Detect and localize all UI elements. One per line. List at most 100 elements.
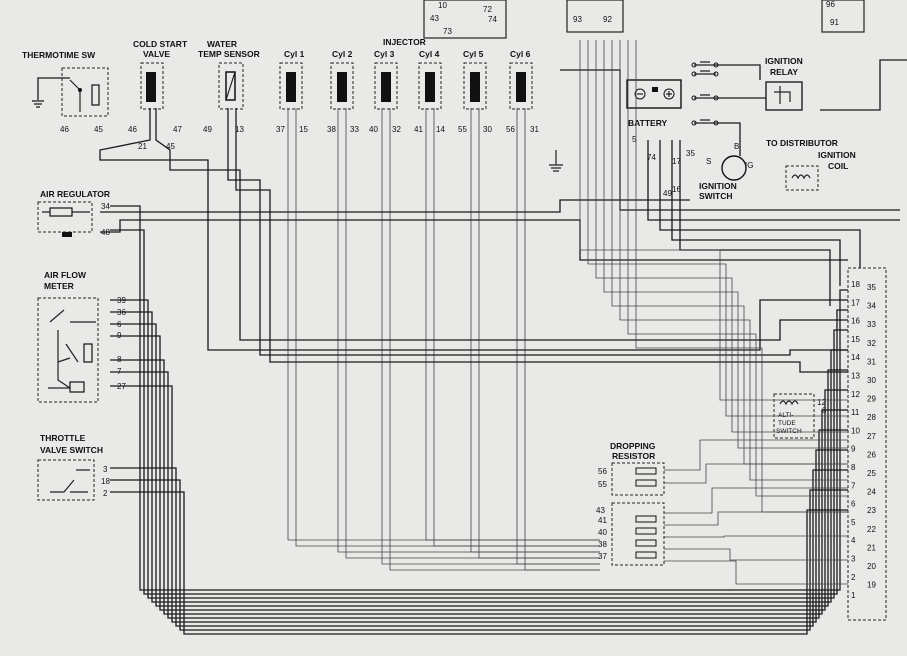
battery-pin: 16 — [672, 185, 681, 194]
wire — [579, 40, 848, 401]
ignition-coil-label: IGNITION — [818, 150, 856, 160]
dropping-resistor-label-2: RESISTOR — [612, 451, 655, 461]
ecu-pin: 26 — [867, 450, 876, 459]
injector-pin: 30 — [483, 125, 492, 134]
wire — [381, 108, 600, 565]
ecu-pin: 6 — [851, 500, 856, 509]
ecu-pin: 9 — [851, 445, 856, 454]
relay-pin: 96 — [826, 0, 835, 9]
wire — [110, 467, 848, 627]
ecu-pin: 35 — [867, 283, 876, 292]
wire — [425, 108, 600, 541]
wire — [671, 140, 841, 286]
wire — [110, 229, 848, 595]
ignition-switch-label: IGNITION — [699, 181, 737, 191]
ecu-pin: 18 — [851, 280, 860, 289]
wire — [337, 108, 600, 553]
injector-cyl3 — [374, 62, 398, 110]
water-temp-sensor-label-2: TEMP SENSOR — [198, 49, 260, 59]
wire — [110, 479, 848, 631]
injector-pin: 37 — [276, 125, 285, 134]
dropping-pin: 56 — [598, 467, 607, 476]
injector-pin-labels: 37 15 38 33 40 32 41 14 55 30 56 31 — [276, 125, 539, 134]
cyl2-label: Cyl 2 — [332, 49, 353, 59]
throttle-pin: 3 — [103, 465, 108, 474]
wire — [664, 535, 848, 538]
dropping-pin: 41 — [598, 516, 607, 525]
injector-label: INJECTOR — [383, 37, 426, 47]
cold-start-pin: 21 — [138, 142, 147, 151]
ecu-pin: 34 — [867, 302, 876, 311]
wire — [595, 40, 848, 433]
altitude-label-3: SWITCH — [776, 428, 802, 435]
dropping-pin: 38 — [598, 540, 607, 549]
dropping-resistor-b — [611, 502, 665, 566]
wire — [549, 150, 563, 172]
wire — [295, 108, 600, 547]
ecu-pin: 8 — [851, 463, 856, 472]
ignition-relay-label-2: RELAY — [770, 67, 798, 77]
wire — [664, 548, 848, 561]
wire — [478, 108, 600, 559]
battery — [626, 79, 682, 109]
ecu-pin: 1 — [851, 591, 856, 600]
to-distributor-label: TO DISTRIBUTOR — [766, 138, 838, 148]
altitude-pin: 12 — [817, 398, 826, 407]
water-temp-sensor-label: WATER — [207, 39, 237, 49]
relay-pin: 74 — [488, 15, 497, 24]
wire — [664, 511, 848, 526]
relay-pin: 93 — [573, 15, 582, 24]
ecu-pin: 23 — [867, 506, 876, 515]
throttle-pin: 18 — [101, 477, 110, 486]
wire — [716, 64, 766, 156]
ignition-switch-label-2: SWITCH — [699, 191, 733, 201]
wire — [235, 108, 848, 373]
thermotime-switch-label: THERMOTIME SW — [22, 50, 96, 60]
wire — [516, 108, 600, 565]
throttle-valve-switch — [37, 459, 95, 501]
wire — [664, 439, 848, 471]
battery-pin: 17 — [672, 157, 681, 166]
ignition-coil-label-2: COIL — [828, 161, 848, 171]
ecu-pin: 19 — [867, 581, 876, 590]
ecu-pin: 25 — [867, 469, 876, 478]
injector-pin: 56 — [506, 125, 515, 134]
relay-pin: 92 — [603, 15, 612, 24]
ecu-pin: 15 — [851, 335, 860, 344]
ecu-pin: 21 — [867, 543, 876, 552]
dropping-resistor-a — [611, 462, 665, 496]
wire — [664, 463, 848, 484]
ecu-pin: 27 — [867, 432, 876, 441]
battery-pin: 49 — [663, 189, 672, 198]
ecu-pin: 2 — [851, 573, 856, 582]
dropping-pin: 40 — [598, 528, 607, 537]
ecu-pin: 22 — [867, 525, 876, 534]
wire — [820, 59, 907, 111]
ecu-pin: 10 — [851, 426, 860, 435]
throttle-switch-label: THROTTLE — [40, 433, 86, 443]
wire — [635, 40, 848, 513]
air-flow-pins: 39 36 6 9 8 7 27 — [117, 296, 126, 391]
relay-pin: 91 — [830, 18, 839, 27]
ignition-switch — [721, 155, 747, 181]
air-regulator — [37, 201, 93, 237]
wire — [345, 108, 600, 559]
wire — [433, 108, 600, 547]
dropping-resistor-label: DROPPING — [610, 441, 656, 451]
injector-cyl1 — [279, 62, 303, 110]
ecu-pin: 29 — [867, 395, 876, 404]
wire — [100, 219, 848, 261]
altitude-label: ALTI- — [778, 412, 793, 419]
thermo-pin: 46 — [60, 125, 69, 134]
relay-block-3: 96 91 — [821, 0, 865, 33]
injector-pin: 33 — [350, 125, 359, 134]
cold-start-valve — [140, 62, 164, 110]
ecu-pin: 17 — [851, 298, 860, 307]
cold-start-valve-label-2: VALVE — [143, 49, 170, 59]
wire — [110, 335, 848, 611]
ignition-switch-ig: IG — [745, 161, 753, 170]
ecu-pin: 16 — [851, 317, 860, 326]
wire — [227, 108, 848, 356]
